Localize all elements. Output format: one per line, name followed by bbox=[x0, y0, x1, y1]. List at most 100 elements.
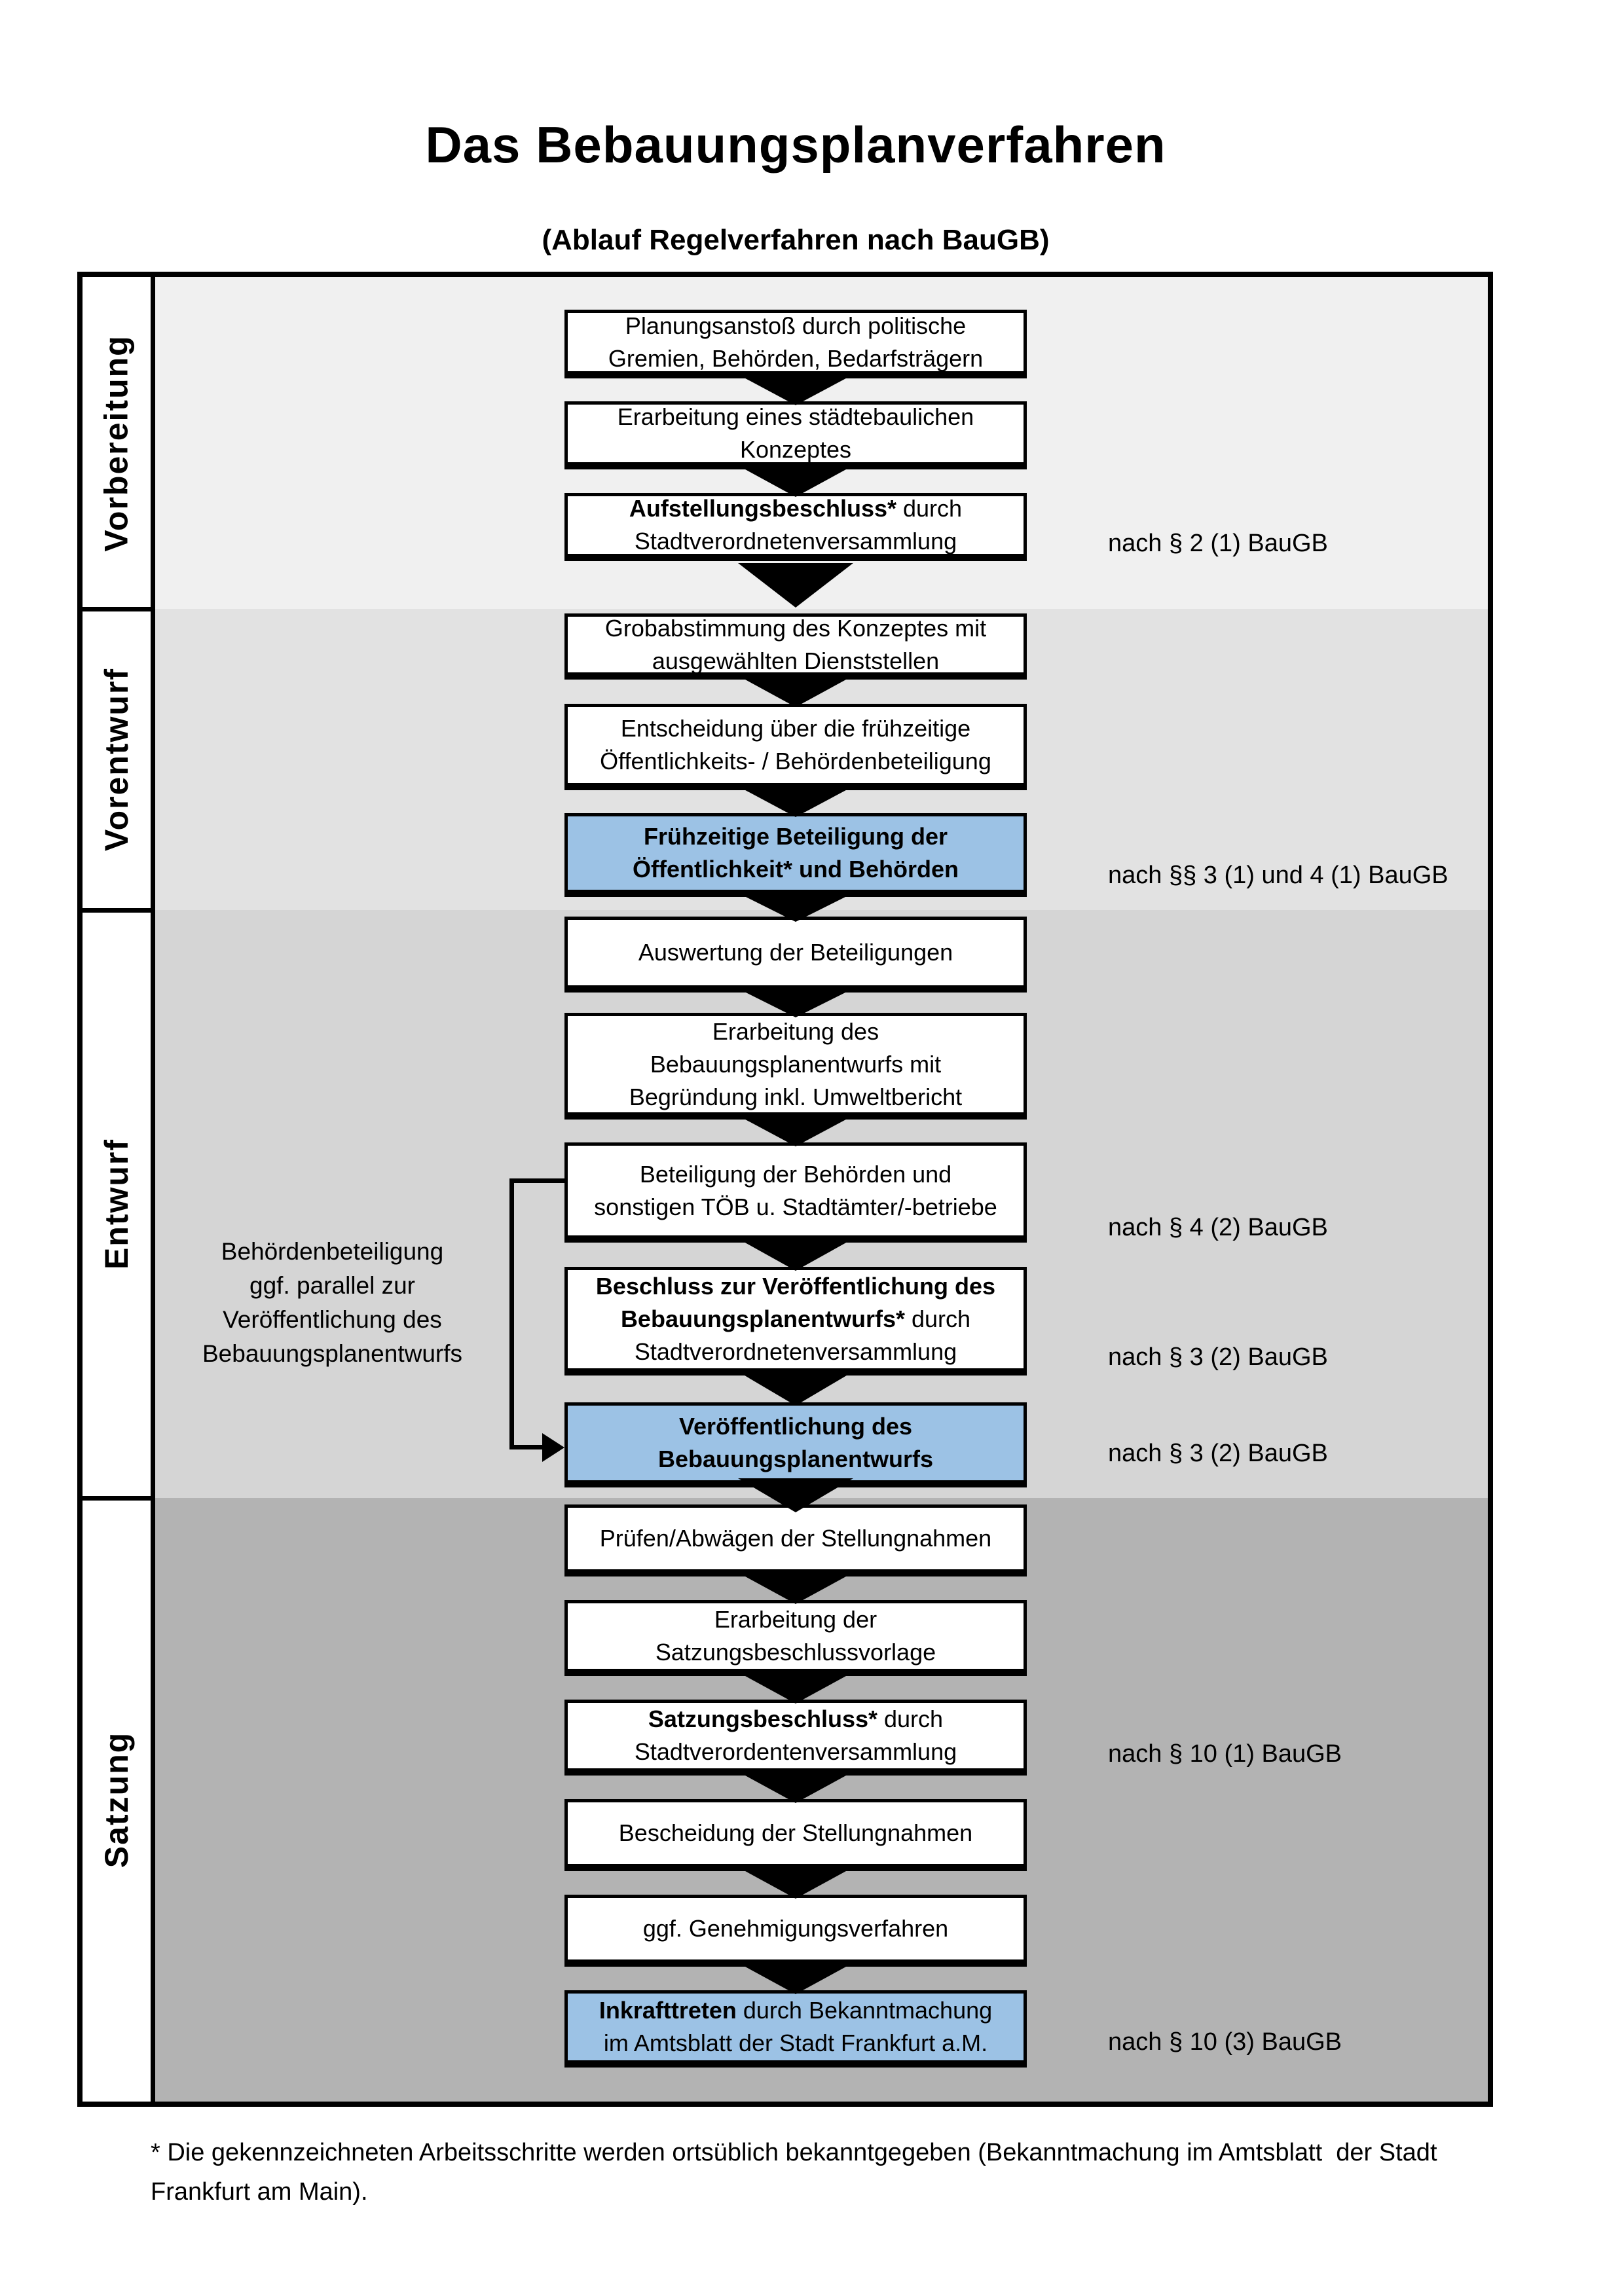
flow-box-inkrafttreten: Inkrafttreten durch Bekanntmachung im Amt… bbox=[564, 1990, 1027, 2068]
side-note-line: Bebauungsplanentwurfs bbox=[202, 1340, 462, 1367]
label-column-separator bbox=[151, 277, 155, 2102]
flow-box-text: Entscheidung über die frühzeitige bbox=[620, 715, 971, 742]
flow-box-text-bold: Aufstellungsbeschluss* bbox=[629, 495, 897, 522]
footnote-line1: * Die gekennzeichneten Arbeitsschritte w… bbox=[151, 2139, 1437, 2166]
flow-box-text-line: ggf. Genehmigungsverfahren bbox=[643, 1912, 948, 1945]
flow-box-text: Gremien, Behörden, Bedarfsträgern bbox=[608, 344, 984, 372]
flow-box-text-bold: Bebauungsplanentwurfs bbox=[657, 1446, 934, 1472]
flow-box-text-line: Bescheidung der Stellungnahmen bbox=[619, 1817, 972, 1850]
flow-box-text-line: im Amtsblatt der Stadt Frankfurt a.M. bbox=[604, 2027, 987, 2060]
flow-box-text-bold: Bebauungsplanentwurfs* bbox=[620, 1305, 905, 1332]
flow-arrow-down-icon bbox=[738, 1963, 853, 1994]
bracket-top-segment bbox=[509, 1178, 564, 1183]
flow-arrow-down-icon bbox=[738, 676, 853, 707]
footnote-line2: Frankfurt am Main). bbox=[151, 2178, 368, 2206]
flow-box-text: Konzeptes bbox=[739, 436, 852, 463]
flow-box-text: Stadtverordnetenversammlung bbox=[634, 1338, 957, 1365]
flow-box-text-line: Bebauungsplanentwurfs* durch bbox=[621, 1303, 970, 1336]
flow-arrow-down-icon bbox=[738, 1116, 853, 1146]
flow-box-text: Beteiligung der Behörden und bbox=[639, 1160, 952, 1188]
flow-arrow-down-icon bbox=[738, 989, 853, 1017]
phase-label: Vorbereitung bbox=[98, 334, 136, 552]
flow-box-text-bold: Frühzeitige Beteiligung der bbox=[643, 823, 948, 850]
flow-arrow-down-icon bbox=[738, 786, 853, 817]
flow-box-text: durch bbox=[877, 1705, 944, 1732]
flow-box-genehmigungsverfahren: ggf. Genehmigungsverfahren bbox=[564, 1895, 1027, 1967]
phase-divider bbox=[83, 607, 155, 611]
legal-note-fruehzeitige-beteiligung: nach §§ 3 (1) und 4 (1) BauGB bbox=[1108, 862, 1449, 889]
flow-box-text-line: Grobabstimmung des Konzeptes mit bbox=[605, 612, 986, 645]
flow-arrow-down-icon bbox=[738, 893, 853, 922]
bracket-arrowhead-right-icon bbox=[542, 1432, 564, 1462]
flow-arrow-down-icon bbox=[738, 465, 853, 497]
flow-box-text-bold: Inkrafttreten bbox=[599, 1997, 737, 2024]
flowchart-frame bbox=[77, 272, 1493, 2107]
legal-note-beschluss-veroeffentlichung: nach § 3 (2) BauGB bbox=[1108, 1343, 1328, 1371]
flow-box-text-line: Satzungsbeschlussvorlage bbox=[655, 1636, 936, 1669]
flow-box-text: Erarbeitung der bbox=[714, 1606, 877, 1633]
flow-box-text-line: Bebauungsplanentwurfs bbox=[658, 1443, 933, 1476]
flow-box-text-line: Aufstellungsbeschluss* durch bbox=[629, 492, 962, 525]
flow-box-text: Stadtverordentenversammlung bbox=[634, 1738, 957, 1765]
flow-box-text: Auswertung der Beteiligungen bbox=[638, 939, 953, 966]
flow-box-text-line: Öffentlichkeits- / Behördenbeteiligung bbox=[600, 745, 991, 778]
side-note-line: Behördenbeteiligung bbox=[221, 1238, 444, 1265]
flow-box-text-line: Frühzeitige Beteiligung der bbox=[644, 820, 948, 853]
footnote: * Die gekennzeichneten Arbeitsschritte w… bbox=[151, 2133, 1513, 2212]
flow-arrow-down-icon bbox=[738, 1372, 853, 1406]
flow-box-text-line: Veröffentlichung des bbox=[679, 1410, 912, 1443]
flow-box-text-bold: Öffentlichkeit* und Behörden bbox=[632, 856, 959, 883]
flow-box-bescheidung-stellungnahmen: Bescheidung der Stellungnahmen bbox=[564, 1799, 1027, 1871]
side-note-line: Veröffentlichung des bbox=[223, 1306, 442, 1333]
flow-box-text: durch bbox=[896, 495, 963, 522]
flow-arrow-down-icon bbox=[738, 1478, 853, 1512]
page-title: Das Bebauungsplanverfahren bbox=[425, 116, 1166, 173]
flow-box-text-line: Bebauungsplanentwurfs mit bbox=[650, 1048, 941, 1081]
flow-arrow-down-icon bbox=[738, 374, 853, 405]
flow-box-text-line: Satzungsbeschluss* durch bbox=[648, 1703, 943, 1736]
legal-note-veroeffentlichung-entwurf: nach § 3 (2) BauGB bbox=[1108, 1440, 1328, 1467]
flow-box-text-line: Erarbeitung eines städtebaulichen bbox=[618, 401, 974, 433]
flow-box-text: durch Bekanntmachung bbox=[736, 1997, 993, 2024]
legal-note-aufstellungsbeschluss: nach § 2 (1) BauGB bbox=[1108, 530, 1328, 557]
flow-box-text-line: ausgewählten Dienststellen bbox=[652, 645, 939, 678]
flow-box-text-line: Konzeptes bbox=[740, 433, 851, 466]
flow-box-text: Öffentlichkeits- / Behördenbeteiligung bbox=[600, 748, 991, 774]
flow-box-text: ggf. Genehmigungsverfahren bbox=[642, 1915, 949, 1942]
phase-label: Satzung bbox=[98, 1731, 135, 1868]
flow-box-text-line: Begründung inkl. Umweltbericht bbox=[629, 1081, 962, 1114]
flow-box-text: Stadtverordnetenversammlung bbox=[634, 528, 957, 555]
flow-box-text: Prüfen/Abwägen der Stellungnahmen bbox=[599, 1525, 992, 1552]
legal-note-beteiligung-behoerden-toeb: nach § 4 (2) BauGB bbox=[1108, 1214, 1328, 1241]
flow-box-text-line: Stadtverordnetenversammlung bbox=[635, 525, 957, 558]
side-note-line: ggf. parallel zur bbox=[249, 1272, 415, 1299]
flow-arrow-down-icon bbox=[738, 1573, 853, 1604]
flow-arrow-down-icon bbox=[738, 1772, 853, 1803]
flow-box-text-line: Erarbeitung des bbox=[712, 1015, 879, 1048]
flow-box-text-line: Beschluss zur Veröffentlichung des bbox=[596, 1270, 995, 1303]
flow-box-text-line: Beteiligung der Behörden und bbox=[640, 1158, 951, 1191]
flow-box-text: sonstigen TÖB u. Stadtämter/-betriebe bbox=[594, 1193, 997, 1220]
phase-label-cell-vorbereitung: Vorbereitung bbox=[83, 277, 151, 609]
flow-box-text: durch bbox=[904, 1305, 971, 1332]
phase-label: Entwurf bbox=[98, 1138, 135, 1270]
phase-label-cell-satzung: Satzung bbox=[83, 1498, 151, 2102]
bracket-vertical-segment bbox=[509, 1178, 514, 1449]
flow-box-text: im Amtsblatt der Stadt Frankfurt a.M. bbox=[603, 2030, 988, 2056]
flow-box-text: ausgewählten Dienststellen bbox=[652, 647, 940, 674]
legal-note-satzungsbeschluss: nach § 10 (1) BauGB bbox=[1108, 1740, 1342, 1768]
phase-divider bbox=[83, 908, 155, 913]
flow-box-text-line: Stadtverordnetenversammlung bbox=[635, 1336, 957, 1368]
legal-note-inkrafttreten: nach § 10 (3) BauGB bbox=[1108, 2028, 1342, 2056]
